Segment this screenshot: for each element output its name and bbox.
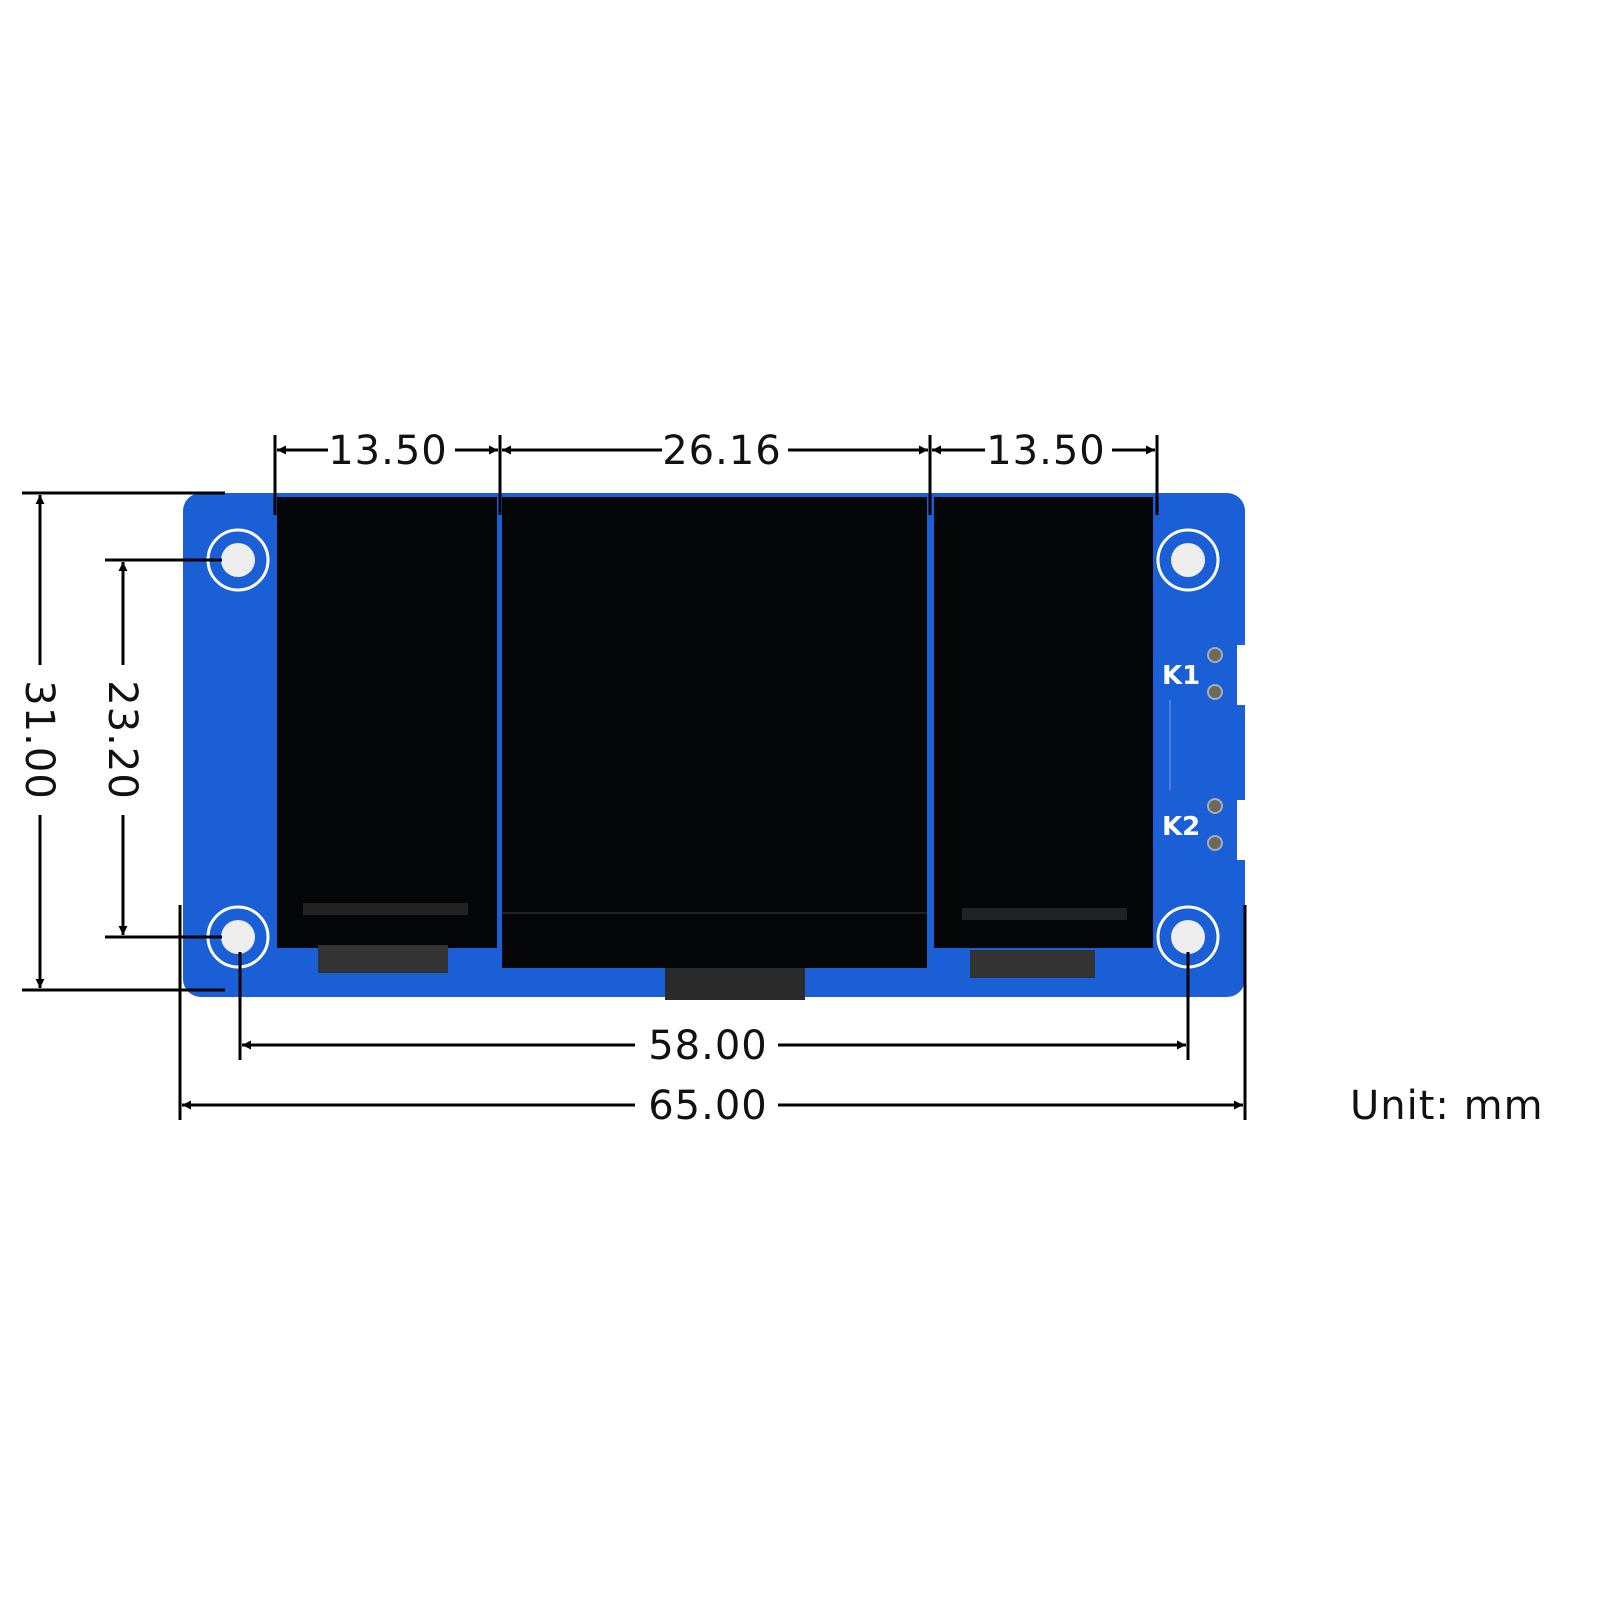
dim-board-width: 65.00 [648,1083,768,1129]
left-dimensions: 31.00 23.20 [16,491,225,992]
dim-hole-horizontal-spacing: 58.00 [648,1023,768,1069]
dim-board-height: 31.00 [16,680,62,800]
dim-hole-vertical-spacing: 23.20 [99,680,145,800]
button-label-k2: K2 [1162,812,1200,842]
dim-center-screen-width: 26.16 [662,428,782,474]
button-pads [1207,647,1223,851]
dim-right-screen-width: 13.50 [986,428,1106,474]
dim-left-screen-width: 13.50 [328,428,448,474]
top-dimensions: 13.50 26.16 13.50 [273,428,1159,515]
unit-label: Unit: mm [1350,1083,1544,1129]
button-label-k1: K1 [1162,661,1200,691]
bottom-dimensions: 58.00 65.00 [178,905,1247,1129]
center-screen [502,497,927,1000]
mounting-hole [1156,528,1220,592]
left-screen [277,497,497,973]
right-screen [934,497,1153,978]
